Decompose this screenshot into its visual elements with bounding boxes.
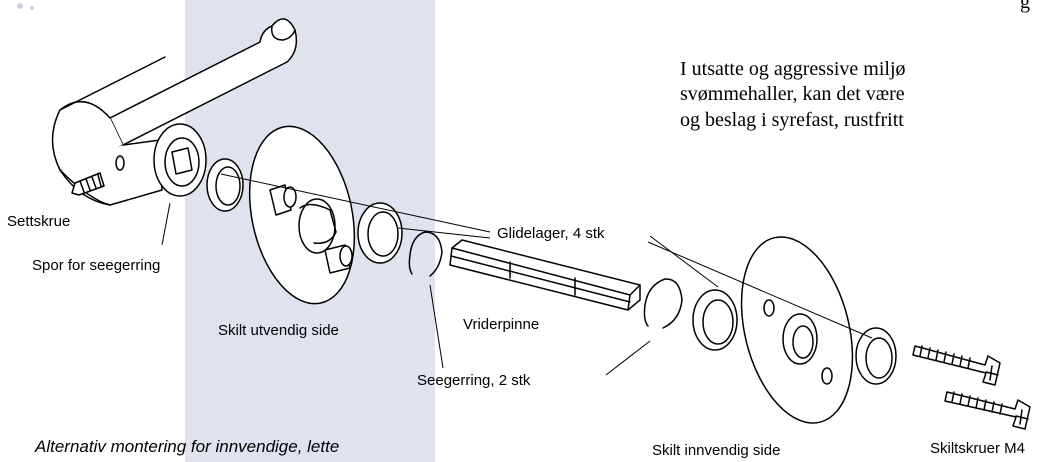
inner-plate <box>740 236 854 424</box>
label-spor-for-seegerring: Spor for seegerring <box>32 257 161 274</box>
body-text-line-2: svømmehaller, kan det være <box>680 83 905 105</box>
label-vriderpinne: Vriderpinne <box>463 316 540 333</box>
text-fragment: g <box>1020 0 1030 13</box>
plate-screw-1 <box>912 345 1001 386</box>
bearing-ring-2 <box>357 202 403 264</box>
set-screw <box>71 172 105 196</box>
label-seegerring: Seegerring, 2 stk <box>417 372 531 389</box>
circlip-2 <box>643 278 683 329</box>
body-text-line-1: I utsatte og aggressive miljø <box>680 58 906 80</box>
leader-lines <box>161 173 873 376</box>
bearing-ring-1 <box>206 158 244 212</box>
bearing-ring-4 <box>855 327 897 385</box>
caption: Alternativ montering for innvendige, let… <box>35 437 340 456</box>
circlip-1 <box>408 231 443 277</box>
label-skiltskruer: Skiltskruer M4 <box>930 440 1026 457</box>
label-settskrue: Settskrue <box>7 213 71 230</box>
body-text-line-3: og beslag i syrefast, rustfritt <box>680 109 904 131</box>
bearing-ring-3 <box>692 289 738 351</box>
spindle <box>449 239 641 311</box>
label-glidelager: Glidelager, 4 stk <box>497 225 605 242</box>
label-skilt-innvendig-side: Skilt innvendig side <box>652 442 781 459</box>
plate-screw-2 <box>944 391 1031 430</box>
label-skilt-utvendig-side: Skilt utvendig side <box>218 322 339 339</box>
outer-plate <box>248 125 356 305</box>
